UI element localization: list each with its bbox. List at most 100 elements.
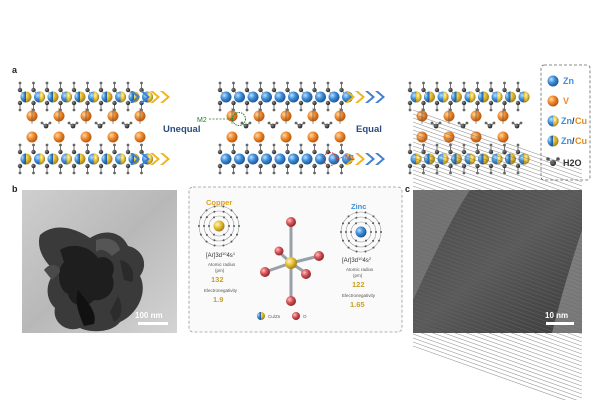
oxygen-atom (312, 149, 317, 155)
water-molecule (121, 121, 133, 129)
metal-atom (410, 91, 422, 103)
electron (372, 215, 375, 218)
lattice-fringe (412, 173, 583, 235)
oxygen-atom (259, 171, 262, 175)
metal-atom (74, 91, 86, 103)
v-atom (280, 131, 292, 143)
lattice-unequal-right-structure (17, 81, 153, 175)
lattice-fringe (412, 261, 583, 323)
oxygen-atom (113, 81, 116, 85)
lattice-fringe (412, 221, 583, 283)
oxygen-atom (299, 108, 303, 112)
lattice-fringe (412, 109, 583, 171)
oxygen-atom (286, 171, 289, 175)
lattice-fringe (412, 297, 583, 359)
oxygen-atom (45, 108, 49, 112)
panel-c-label: c (405, 184, 410, 194)
oxygen-atom (408, 143, 412, 147)
lattice-fringe (412, 165, 583, 227)
lattice-fringe (412, 265, 583, 327)
lattice-fringe (412, 325, 583, 387)
chevron-arrow (345, 91, 355, 103)
metal-atom (424, 153, 435, 165)
copper-config: [Ar]3d104s1 (206, 251, 236, 259)
lattice-fringe (412, 309, 583, 371)
electron (223, 233, 225, 236)
electron (347, 222, 350, 225)
electron (236, 233, 239, 236)
oxygen-atom (86, 81, 89, 85)
svg-text:Zn: Zn (561, 116, 572, 126)
v-atom (107, 131, 119, 143)
lattice-fringe (412, 153, 583, 215)
lattice-fringe (412, 269, 583, 331)
legend-v: V (547, 95, 569, 107)
metal-atom (47, 153, 59, 165)
electron (372, 246, 375, 249)
oxygen-atom (461, 100, 467, 106)
electron (341, 239, 344, 242)
oxygen-atom (407, 100, 413, 106)
oxygen-atom (126, 81, 130, 85)
lattice-fringe (412, 253, 583, 315)
oxygen-atom (86, 143, 89, 147)
panel-a-label: a (12, 65, 18, 75)
v-atom (497, 131, 509, 143)
oxygen-atom (71, 100, 77, 106)
electron (355, 245, 358, 248)
oxygen-atom (258, 163, 263, 169)
oxygen-atom (44, 163, 50, 169)
metal-atom (437, 91, 449, 103)
oxygen-atom (448, 100, 453, 106)
oxygen-atom (126, 171, 130, 175)
lattice-fringe (412, 317, 583, 379)
oxygen-atom (489, 108, 493, 112)
electron (340, 231, 342, 233)
oxygen-atom (32, 171, 35, 175)
chevron-arrow (355, 153, 365, 165)
tem-image-b (22, 190, 177, 333)
oxygen-atom (85, 149, 90, 155)
svg-text:V: V (563, 96, 569, 106)
lattice-fringe (412, 289, 583, 351)
oxygen-atom (475, 100, 480, 106)
electron (365, 222, 367, 225)
oxygen-atom (462, 81, 466, 85)
lattice-fringe (412, 133, 583, 195)
oxygen-atom (272, 143, 276, 147)
copper-radius-label-2: (pm) (215, 268, 225, 273)
lattice-fringe (412, 201, 583, 263)
electron (378, 239, 381, 242)
oxygen-atom (17, 163, 23, 169)
lattice-fringe (412, 217, 583, 279)
electron (228, 225, 230, 227)
lattice-fringe (412, 245, 583, 307)
oxygen-atom (408, 108, 412, 112)
oxygen-atom (259, 81, 262, 85)
oxygen-atom (245, 81, 249, 85)
electron (205, 240, 208, 243)
lattice-fringe (412, 117, 583, 179)
oxygen-atom (125, 100, 131, 106)
metal-atom (61, 153, 72, 165)
oxygen-atom (112, 149, 117, 155)
chevron-arrow (130, 91, 140, 103)
lattice-fringe (412, 293, 583, 355)
chevron-arrow (365, 91, 375, 103)
oxygen-atom (59, 81, 62, 85)
electron (347, 239, 350, 242)
scale-bar-c (546, 322, 574, 325)
metal-atom (74, 153, 86, 165)
electron (345, 231, 347, 233)
oxygen-atom (31, 163, 36, 169)
oxygen-atom (339, 149, 344, 155)
electron (222, 210, 225, 213)
water-molecule (430, 121, 442, 129)
lattice-fringe (412, 197, 583, 259)
electron (205, 216, 208, 219)
oxygen-atom (271, 163, 277, 169)
water-molecule (40, 121, 52, 129)
oxygen-atom (85, 163, 90, 169)
electron (375, 231, 377, 233)
water-molecule (321, 121, 333, 129)
